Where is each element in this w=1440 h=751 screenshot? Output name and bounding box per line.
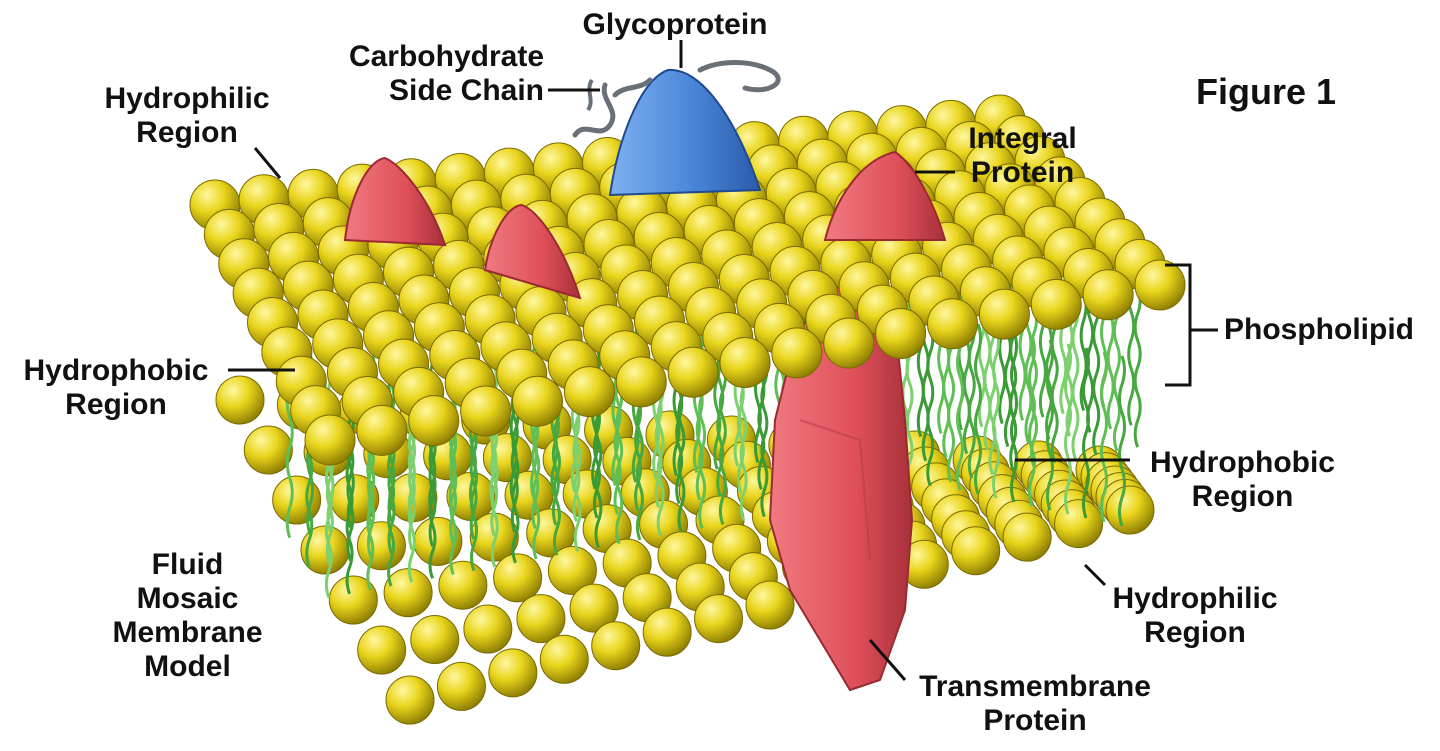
phospholipid-head [616,357,666,407]
transmembrane-protein-label: Transmembrane Protein [895,670,1175,738]
phospholipid-head [643,608,691,656]
hydrophobic-right-line1: Hydrophobic [1130,446,1355,480]
phospholipid-head [1031,279,1081,329]
phospholipid-head [979,289,1029,339]
hydrophilic-bottom-line2: Region [1095,616,1295,650]
figure-label: Figure 1 [1196,72,1336,112]
phospholipid-head [386,676,434,724]
integral-line2: Protein [950,156,1095,190]
hydrophilic-bottom-line1: Hydrophilic [1095,582,1295,616]
hydrophobic-region-left-label: Hydrophobic Region [6,354,226,422]
hydrophobic-left-line1: Hydrophobic [6,354,226,388]
phospholipid-head [695,595,743,643]
model-line3: Membrane [100,616,275,650]
carbohydrate-label-line2: Side Chain [330,74,544,108]
phospholipid-head [1055,500,1103,548]
integral-protein-label: Integral Protein [950,122,1095,190]
phospholipid-head [668,347,718,397]
phospholipid-head [411,616,459,664]
phospholipid-head [513,376,563,426]
hydrophilic-region-bottom-label: Hydrophilic Region [1095,582,1295,650]
phospholipid-label: Phospholipid [1224,313,1414,347]
phospholipid-head [592,622,640,670]
hydrophilic-top-line2: Region [92,116,282,150]
hydrophilic-top-line1: Hydrophilic [92,82,282,116]
phospholipid-head [305,415,355,465]
phospholipid-head [384,569,432,617]
phospholipid-head [720,338,770,388]
phospholipid-head [1003,513,1051,561]
phospholipid-head [824,318,874,368]
phospholipid-head [746,581,794,629]
fluid-mosaic-model-label: Fluid Mosaic Membrane Model [100,548,275,684]
hydrophobic-region-right-label: Hydrophobic Region [1130,446,1355,514]
transmembrane-line1: Transmembrane [895,670,1175,704]
model-line2: Mosaic [100,582,275,616]
phospholipid-head [357,522,405,570]
phospholipid-head [1083,270,1133,320]
phospholipid-head [357,405,407,455]
phospholipid-head [517,595,565,643]
phospholipid-head [358,626,406,674]
phospholipid-head [876,308,926,358]
transmembrane-line2: Protein [895,704,1175,738]
carbohydrate-side-chain-label: Carbohydrate Side Chain [330,40,544,108]
phospholipid-head [461,386,511,436]
phospholipid-head [329,576,377,624]
phospholipid-head [1135,260,1185,310]
phospholipid-tail [1135,287,1140,447]
hydrophobic-left-line2: Region [6,388,226,422]
phospholipid-tail [1094,295,1099,455]
phospholipid-head [564,367,614,417]
phospholipid-head [540,635,588,683]
phospholipid-head [409,396,459,446]
hydrophobic-right-line2: Region [1130,480,1355,514]
carbohydrate-label-line1: Carbohydrate [330,40,544,74]
model-line4: Model [100,650,275,684]
phospholipid-head [439,561,487,609]
phospholipid-head [464,605,512,653]
model-line1: Fluid [100,548,275,582]
phospholipid-head [489,649,537,697]
hydrophilic-region-top-label: Hydrophilic Region [92,82,282,150]
phospholipid-head [772,328,822,378]
phospholipid-head [437,662,485,710]
glycoprotein-label: Glycoprotein [570,8,780,42]
integral-line1: Integral [950,122,1095,156]
phospholipid-head [928,299,978,349]
phospholipid-head [244,426,292,474]
phospholipid-head [952,527,1000,575]
phospholipid-head [494,554,542,602]
